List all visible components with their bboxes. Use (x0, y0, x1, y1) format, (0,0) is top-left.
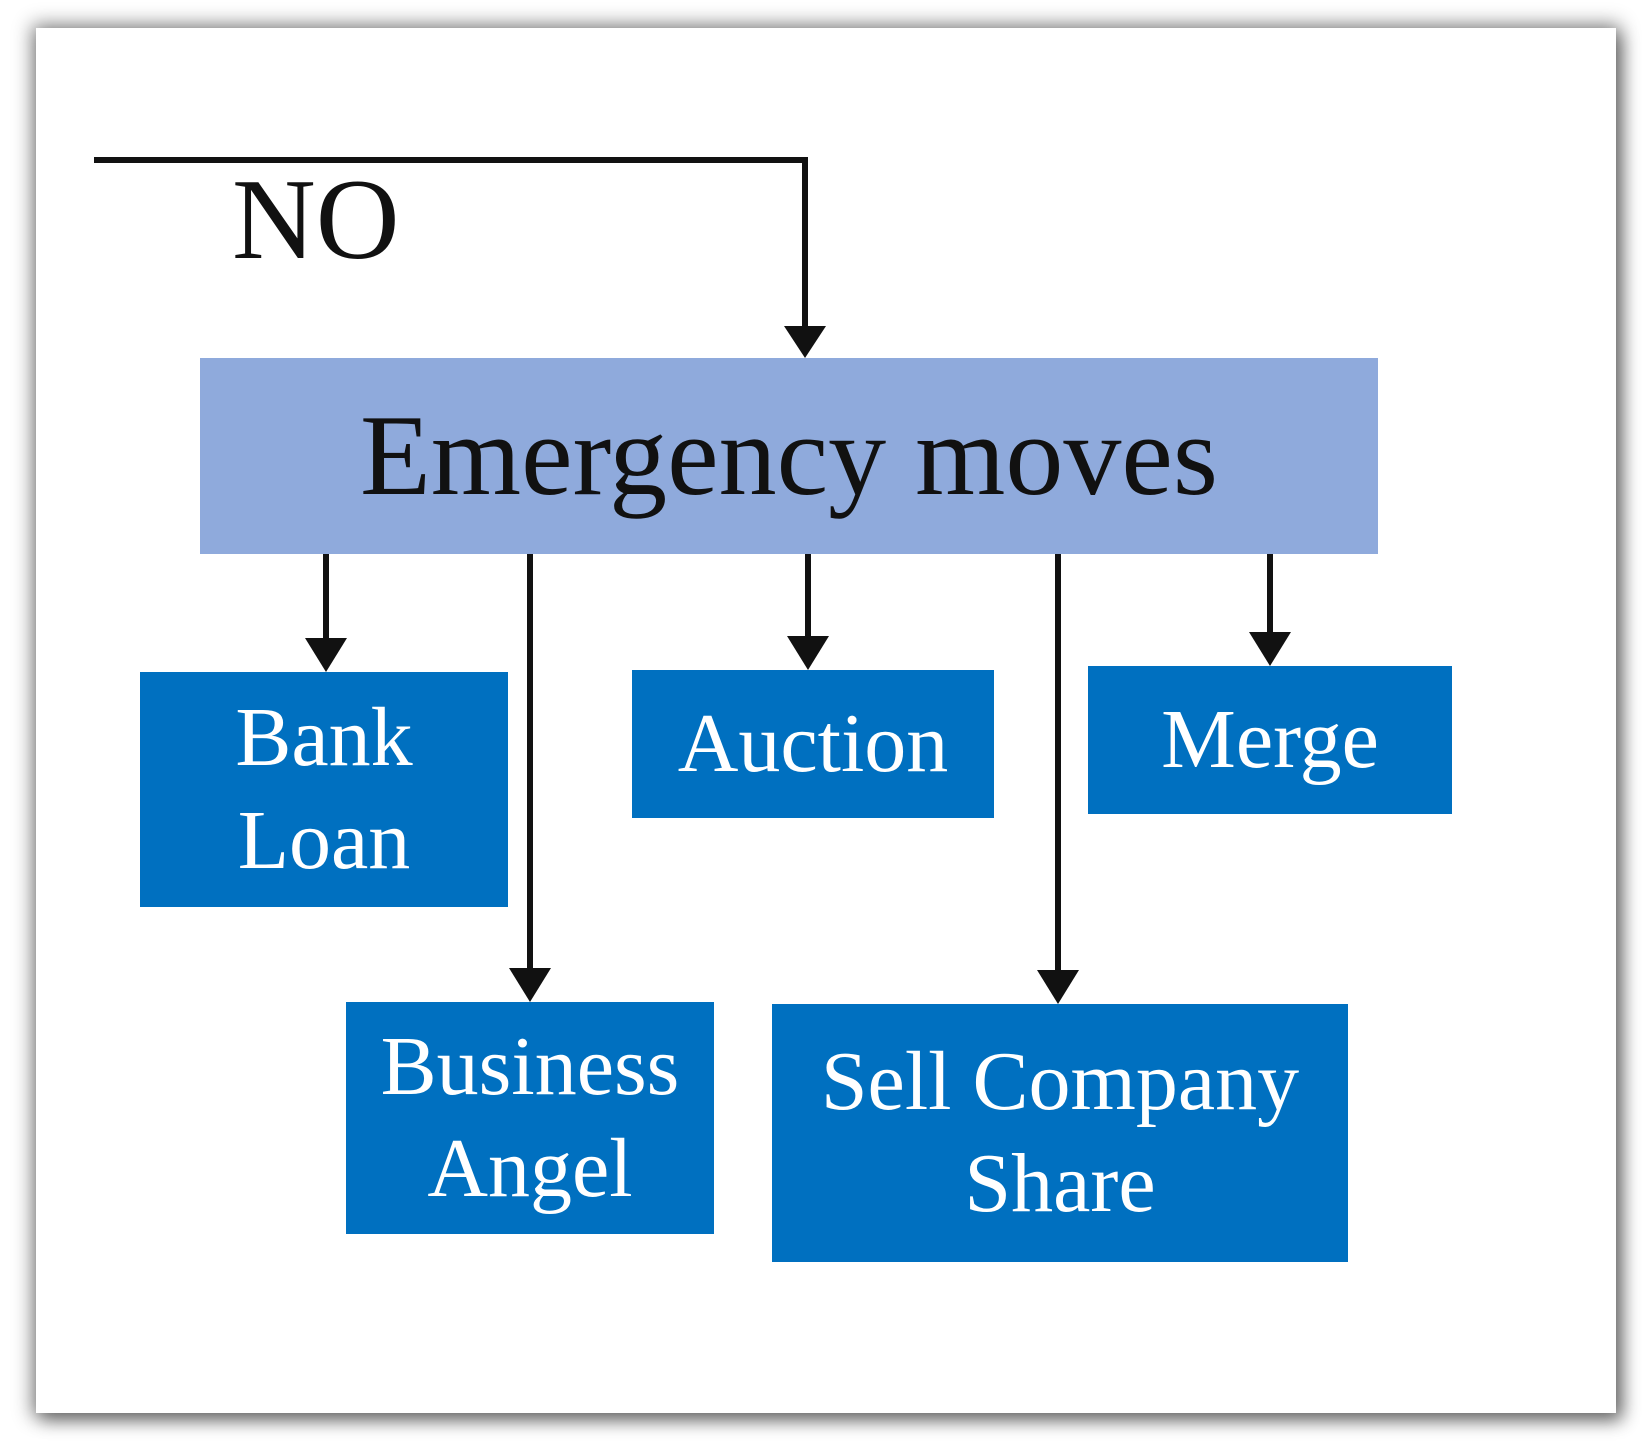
no-branch-label: NO (232, 156, 400, 284)
sell-company-share-box: Sell Company Share (772, 1004, 1348, 1262)
sell-company-share-label-line-1: Sell Company (820, 1034, 1300, 1128)
arrowhead-business-angel (509, 968, 551, 1002)
bank-loan-label-line-1: Bank (235, 691, 413, 785)
sell-company-share-label-line-2: Share (964, 1137, 1156, 1230)
arrowhead-auction (787, 636, 829, 670)
auction-label: Auction (677, 696, 949, 790)
no-branch-connector (94, 157, 808, 334)
merge-box: Merge (1088, 666, 1452, 814)
emergency-moves-box: Emergency moves (200, 358, 1378, 554)
auction-box: Auction (632, 670, 994, 818)
business-angel-box: Business Angel (346, 1002, 714, 1234)
merge-label: Merge (1161, 692, 1379, 786)
business-angel-label-line-2: Angel (427, 1122, 633, 1215)
no-branch-arrowhead (784, 326, 826, 358)
arrowhead-merge (1249, 632, 1291, 666)
bank-loan-label-line-2: Loan (237, 793, 411, 887)
arrowhead-sell-company-share (1037, 970, 1079, 1004)
bank-loan-box: Bank Loan (140, 672, 508, 907)
arrowhead-bank-loan (305, 638, 347, 672)
business-angel-label-line-1: Business (380, 1019, 680, 1113)
emergency-moves-label: Emergency moves (360, 392, 1218, 520)
